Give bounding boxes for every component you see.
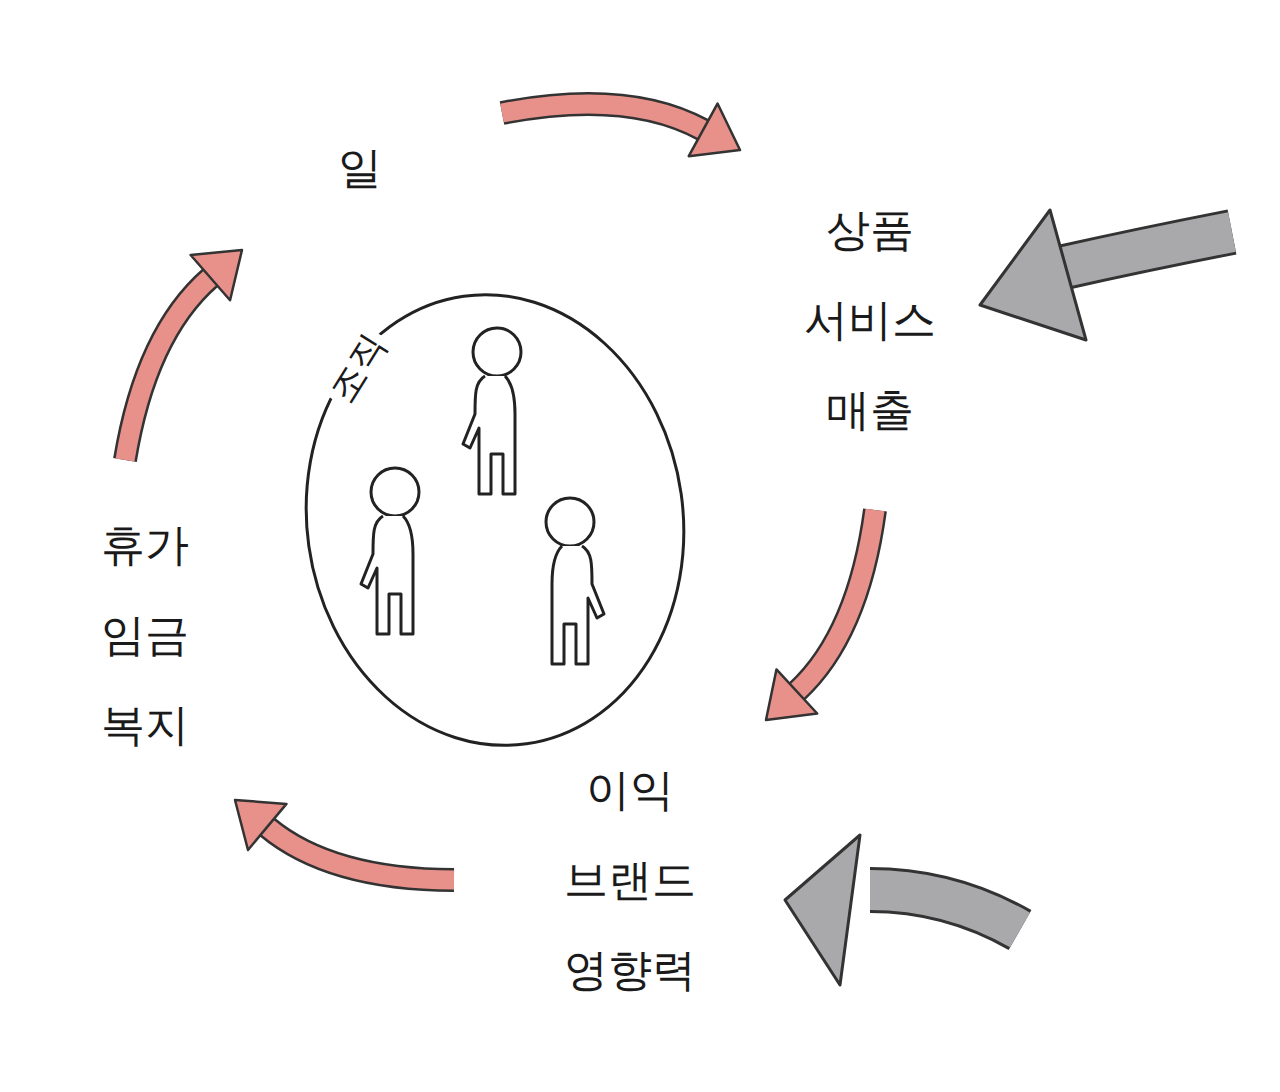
grey-arrow — [980, 210, 1232, 340]
item-label: 이익 — [564, 745, 696, 835]
cycle-item: 휴가임금복지 — [101, 500, 189, 770]
item-label: 서비스 — [804, 275, 936, 365]
cycle-arrow — [125, 250, 242, 460]
cycle-item: 상품서비스매출 — [804, 185, 936, 455]
item-label: 브랜드 — [564, 835, 696, 925]
item-label: 상품 — [804, 185, 936, 275]
cycle-arrow — [766, 510, 875, 720]
item-label: 매출 — [804, 365, 936, 455]
cycle-arrow — [502, 104, 740, 157]
item-label: 영향력 — [564, 925, 696, 1015]
item-label: 임금 — [101, 590, 189, 680]
cycle-item: 이익브랜드영향력 — [564, 745, 696, 1015]
grey-arrow — [785, 835, 1020, 985]
item-label: 복지 — [101, 680, 189, 770]
cycle-item: 일 — [338, 123, 382, 213]
cycle-arrow — [235, 800, 454, 880]
item-label: 일 — [338, 123, 382, 213]
item-label: 휴가 — [101, 500, 189, 590]
organization-ellipse: 조직 — [300, 290, 690, 750]
